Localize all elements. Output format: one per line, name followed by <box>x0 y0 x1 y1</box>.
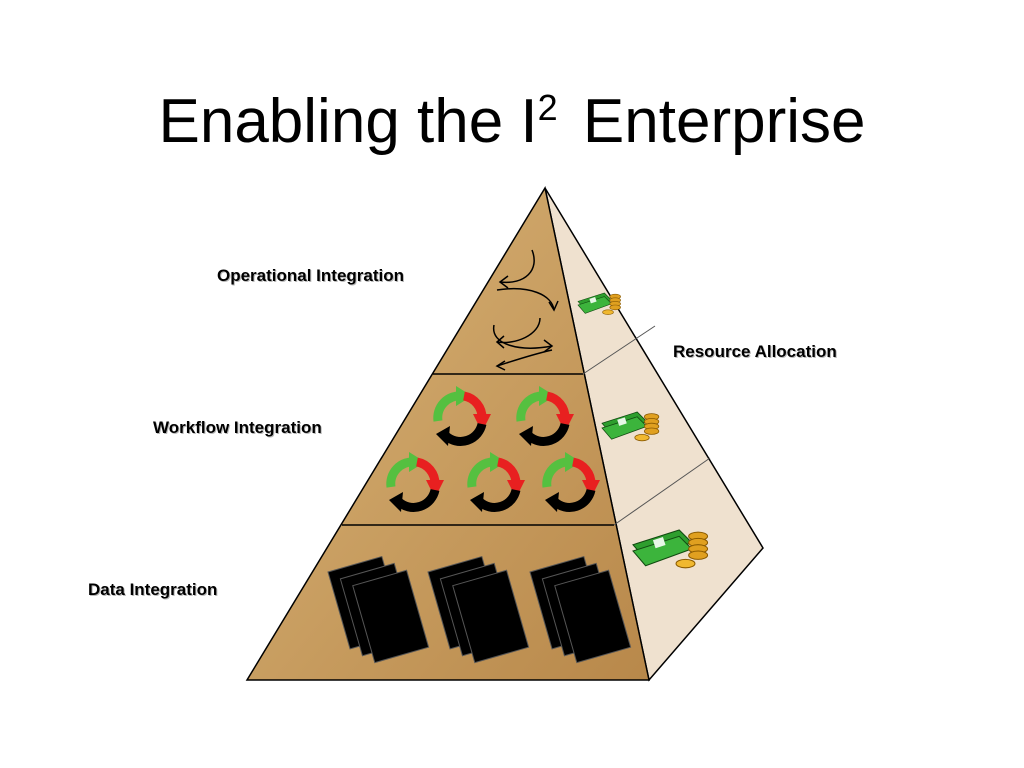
title-superscript: 2 <box>537 87 558 128</box>
slide-title: Enabling the I2 Enterprise <box>0 90 1024 153</box>
label-operational-integration: Operational Integration <box>217 266 405 285</box>
label-data-integration: Data Integration <box>88 580 218 599</box>
label-resource-allocation: Resource Allocation <box>673 342 837 361</box>
curved-arrows-icon <box>493 249 559 371</box>
side-divider-bottom <box>613 457 711 526</box>
side-divider-top <box>582 325 656 375</box>
title-rest: Enterprise <box>565 87 866 156</box>
label-workflow-integration: Workflow Integration <box>153 418 322 437</box>
title-main: Enabling the I <box>158 87 538 156</box>
